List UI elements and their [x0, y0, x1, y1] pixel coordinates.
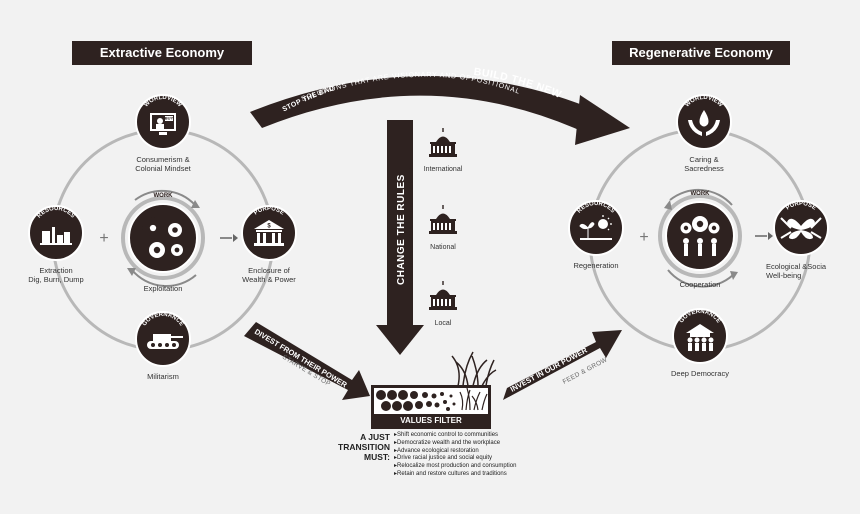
- capitol-icon-national: [429, 205, 457, 234]
- buy-sign: BUY: [165, 116, 174, 121]
- regenerative-resources-label: Regeneration: [573, 261, 619, 270]
- svg-text:DRAW DOWN MONEY AND POWER: DRAW DOWN MONEY AND POWER: [408, 166, 415, 292]
- regenerative-resources-node: RESOURCES: [568, 200, 624, 256]
- regenerative-worldview-label: Caring &Sacredness: [684, 155, 724, 173]
- extractive-work-label: Exploitation: [143, 284, 183, 293]
- svg-text:WORK: WORK: [154, 193, 174, 199]
- svg-text:DIVEST FROM THEIR POWER: DIVEST FROM THEIR POWER: [253, 327, 349, 390]
- divest-arrow: DIVEST FROM THEIR POWER STARVE & STOP: [244, 322, 370, 400]
- list-item: Drive racial justice and social equity: [394, 455, 554, 463]
- level-international: International: [423, 166, 463, 173]
- regenerative-work-node: WORK: [665, 191, 735, 271]
- invest-arrow: INVEST IN OUR POWER FEED & GROW: [503, 330, 622, 400]
- extractive-resources-node: RESOURCES: [28, 205, 84, 261]
- regenerative-worldview-node: WORLDVIEW: [676, 94, 732, 150]
- just-transition-list: Shift economic control to communities De…: [394, 432, 554, 479]
- regenerative-economy-title: Regenerative Economy: [612, 41, 790, 65]
- regenerative-governance-node: GOVERNANCE: [672, 308, 728, 364]
- svg-text:INVEST IN OUR POWER: INVEST IN OUR POWER: [509, 345, 590, 394]
- extractive-governance-node: GOVERNANCE: [135, 311, 191, 367]
- svg-text:PURPOSE: PURPOSE: [785, 201, 817, 212]
- extractive-governance-label: Militarism: [147, 372, 179, 381]
- list-item: Retain and restore cultures and traditio…: [394, 471, 554, 479]
- values-filter-label: VALUES FILTER: [400, 416, 462, 425]
- regenerative-governance-label: Deep Democracy: [671, 369, 729, 378]
- svg-text:WORK: WORK: [691, 191, 711, 197]
- level-national: National: [430, 244, 456, 251]
- svg-text:CHANGE THE RULES: CHANGE THE RULES: [396, 174, 407, 285]
- list-item: Advance ecological restoration: [394, 448, 554, 456]
- list-item: Democratize wealth and the workplace: [394, 440, 554, 448]
- regenerative-work-label: Cooperation: [679, 280, 721, 289]
- build-the-new-arrow: STOP THE BAD BUILD THE NEW SOLUTIONS THA…: [250, 66, 630, 145]
- svg-text:$: $: [267, 224, 271, 230]
- capitol-icon-local: [429, 281, 457, 310]
- capitol-icon-international: [429, 128, 457, 157]
- extractive-purpose-node: PURPOSE $: [241, 205, 297, 261]
- extractive-economy-title: Extractive Economy: [72, 41, 252, 65]
- extractive-worldview-label: Consumerism &Colonial Mindset: [135, 155, 191, 173]
- just-transition-heading: A JUST TRANSITION MUST:: [338, 432, 390, 462]
- extractive-work-node: WORK: [128, 193, 198, 273]
- right-plus: +: [639, 229, 648, 246]
- change-the-rules-arrow: CHANGE THE RULES DRAW DOWN MONEY AND POW…: [376, 120, 424, 355]
- list-item: Shift economic control to communities: [394, 432, 554, 440]
- regenerative-purpose-node: PURPOSE: [773, 200, 829, 256]
- svg-text:PURPOSE: PURPOSE: [253, 206, 285, 217]
- values-filter: [371, 351, 497, 429]
- left-plus: +: [99, 230, 108, 247]
- list-item: Relocalize most production and consumpti…: [394, 463, 554, 471]
- level-local: Local: [434, 320, 452, 327]
- extractive-worldview-node: WORLDVIEW BUY: [135, 94, 191, 150]
